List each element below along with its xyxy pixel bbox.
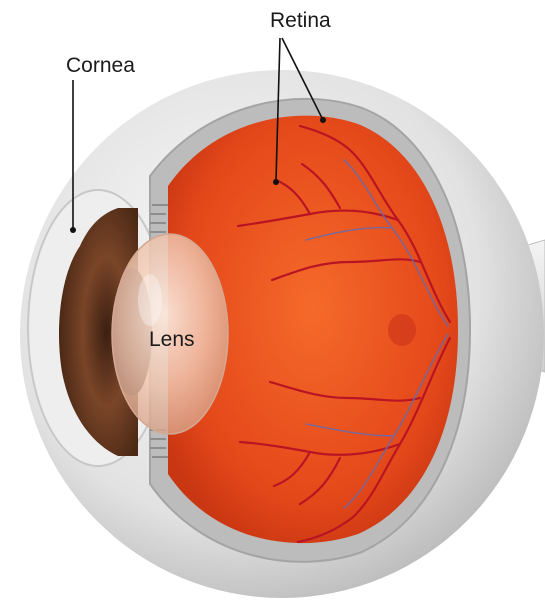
retina-pointer-left-dot: [273, 179, 279, 185]
lens-highlight: [138, 274, 162, 326]
retina-pointer-right-dot: [320, 117, 326, 123]
macula: [388, 314, 416, 346]
cornea-pointer-dot: [70, 227, 76, 233]
lens-label: Lens: [149, 329, 195, 350]
cornea-label: Cornea: [66, 55, 135, 76]
retina-label: Retina: [270, 10, 331, 31]
